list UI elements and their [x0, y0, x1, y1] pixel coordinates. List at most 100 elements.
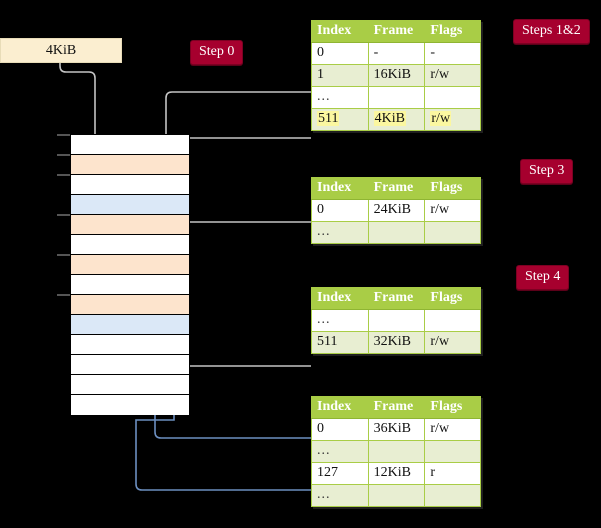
level-2-page-table: Index Frame Flags 0 24KiB r/w ...	[311, 177, 481, 244]
memory-frame-row	[71, 315, 189, 335]
cell-frame	[367, 86, 426, 109]
arrow-step4-table3-to-frame	[178, 318, 311, 367]
cell-index: 1	[311, 64, 369, 87]
cell-flags	[424, 309, 481, 332]
frame-tick-0	[57, 134, 70, 136]
cell-frame: 36KiB	[367, 418, 426, 441]
cell-flags	[424, 440, 481, 463]
memory-frame-row	[71, 295, 189, 315]
cell-flags: r/w	[424, 199, 481, 222]
table-header-row: Index Frame Flags	[311, 287, 481, 310]
cell-frame	[367, 309, 426, 332]
table-row: ...	[311, 309, 481, 332]
frame-tick-5	[57, 294, 70, 296]
memory-frame-row	[71, 195, 189, 215]
table-row: ...	[311, 440, 481, 463]
cell-flags: r/w	[424, 331, 481, 354]
memory-frame-row	[71, 335, 189, 355]
cell-frame: 4KiB	[367, 108, 426, 131]
column-header-flags: Flags	[424, 177, 481, 200]
memory-frame-row	[71, 375, 189, 395]
frame-tick-4	[57, 254, 70, 256]
column-header-frame: Frame	[367, 287, 426, 310]
cell-flags: r	[424, 462, 481, 485]
table-row: 1 16KiB r/w	[311, 64, 481, 87]
cell-index: ...	[311, 86, 369, 109]
highlighted-value: r/w	[430, 111, 452, 126]
cell-frame: 24KiB	[367, 199, 426, 222]
cell-index: ...	[311, 221, 369, 244]
physical-memory-grid	[70, 134, 190, 415]
cell-index: 0	[311, 199, 369, 222]
cell-index: ...	[311, 309, 369, 332]
column-header-frame: Frame	[367, 20, 426, 43]
highlighted-value: 511	[317, 111, 340, 126]
level-3-page-table: Index Frame Flags ... 511 32KiB r/w	[311, 287, 481, 354]
frame-tick-1	[57, 154, 70, 156]
badge-step-4: Step 4	[516, 265, 570, 290]
table-row: 0 36KiB r/w	[311, 418, 481, 441]
cell-frame	[367, 221, 426, 244]
highlighted-value: 4KiB	[373, 111, 406, 126]
memory-frame-row	[71, 155, 189, 175]
memory-frame-row	[71, 395, 189, 415]
memory-frame-row	[71, 215, 189, 235]
memory-frame-row	[71, 355, 189, 375]
column-header-index: Index	[311, 177, 369, 200]
cell-flags	[424, 484, 481, 507]
column-header-index: Index	[311, 20, 369, 43]
table-row: 0 24KiB r/w	[311, 199, 481, 222]
column-header-index: Index	[311, 396, 369, 419]
level-4-page-table: Index Frame Flags 0 36KiB r/w ... 127 12…	[311, 396, 481, 507]
table-header-row: Index Frame Flags	[311, 396, 481, 419]
cell-flags: -	[424, 42, 481, 65]
table-row-highlighted: 511 4KiB r/w	[311, 108, 481, 131]
cell-flags: r/w	[424, 108, 481, 131]
cell-flags	[424, 221, 481, 244]
cell-frame: 32KiB	[367, 331, 426, 354]
memory-frame-row	[71, 235, 189, 255]
table-row: 511 32KiB r/w	[311, 331, 481, 354]
cell-index: 511	[311, 108, 369, 131]
cell-index: 0	[311, 418, 369, 441]
cell-index: 511	[311, 331, 369, 354]
memory-frame-row	[71, 175, 189, 195]
column-header-flags: Flags	[424, 20, 481, 43]
table-row: 0 - -	[311, 42, 481, 65]
column-header-frame: Frame	[367, 396, 426, 419]
badge-step-0: Step 0	[190, 40, 244, 65]
memory-frame-row	[71, 275, 189, 295]
cell-frame: 16KiB	[367, 64, 426, 87]
table-row: 127 12KiB r	[311, 462, 481, 485]
badge-step-3: Step 3	[520, 159, 574, 184]
cell-index: 127	[311, 462, 369, 485]
level-1-page-table: Index Frame Flags 0 - - 1 16KiB r/w ...	[311, 20, 481, 131]
column-header-flags: Flags	[424, 287, 481, 310]
badge-steps-1-and-2: Steps 1&2	[513, 19, 590, 44]
table-header-row: Index Frame Flags	[311, 20, 481, 43]
cell-flags	[424, 86, 481, 109]
virtual-page-label: 4KiB	[45, 42, 77, 58]
column-header-flags: Flags	[424, 396, 481, 419]
table-header-row: Index Frame Flags	[311, 177, 481, 200]
memory-frame-row	[71, 135, 189, 155]
cell-flags: r/w	[424, 418, 481, 441]
cell-index: ...	[311, 484, 369, 507]
memory-frame-row	[71, 255, 189, 275]
cell-index: 0	[311, 42, 369, 65]
table-row: ...	[311, 221, 481, 244]
frame-tick-3	[57, 214, 70, 216]
column-header-index: Index	[311, 287, 369, 310]
virtual-page-box: 4KiB	[0, 38, 122, 63]
cell-frame: -	[367, 42, 426, 65]
cell-index: ...	[311, 440, 369, 463]
cell-frame: 12KiB	[367, 462, 426, 485]
cell-flags: r/w	[424, 64, 481, 87]
table-row: ...	[311, 484, 481, 507]
arrow-step3-table2-to-frame	[180, 221, 311, 294]
table-row: ...	[311, 86, 481, 109]
cell-frame	[367, 440, 426, 463]
frame-tick-2	[57, 174, 70, 176]
cell-frame	[367, 484, 426, 507]
